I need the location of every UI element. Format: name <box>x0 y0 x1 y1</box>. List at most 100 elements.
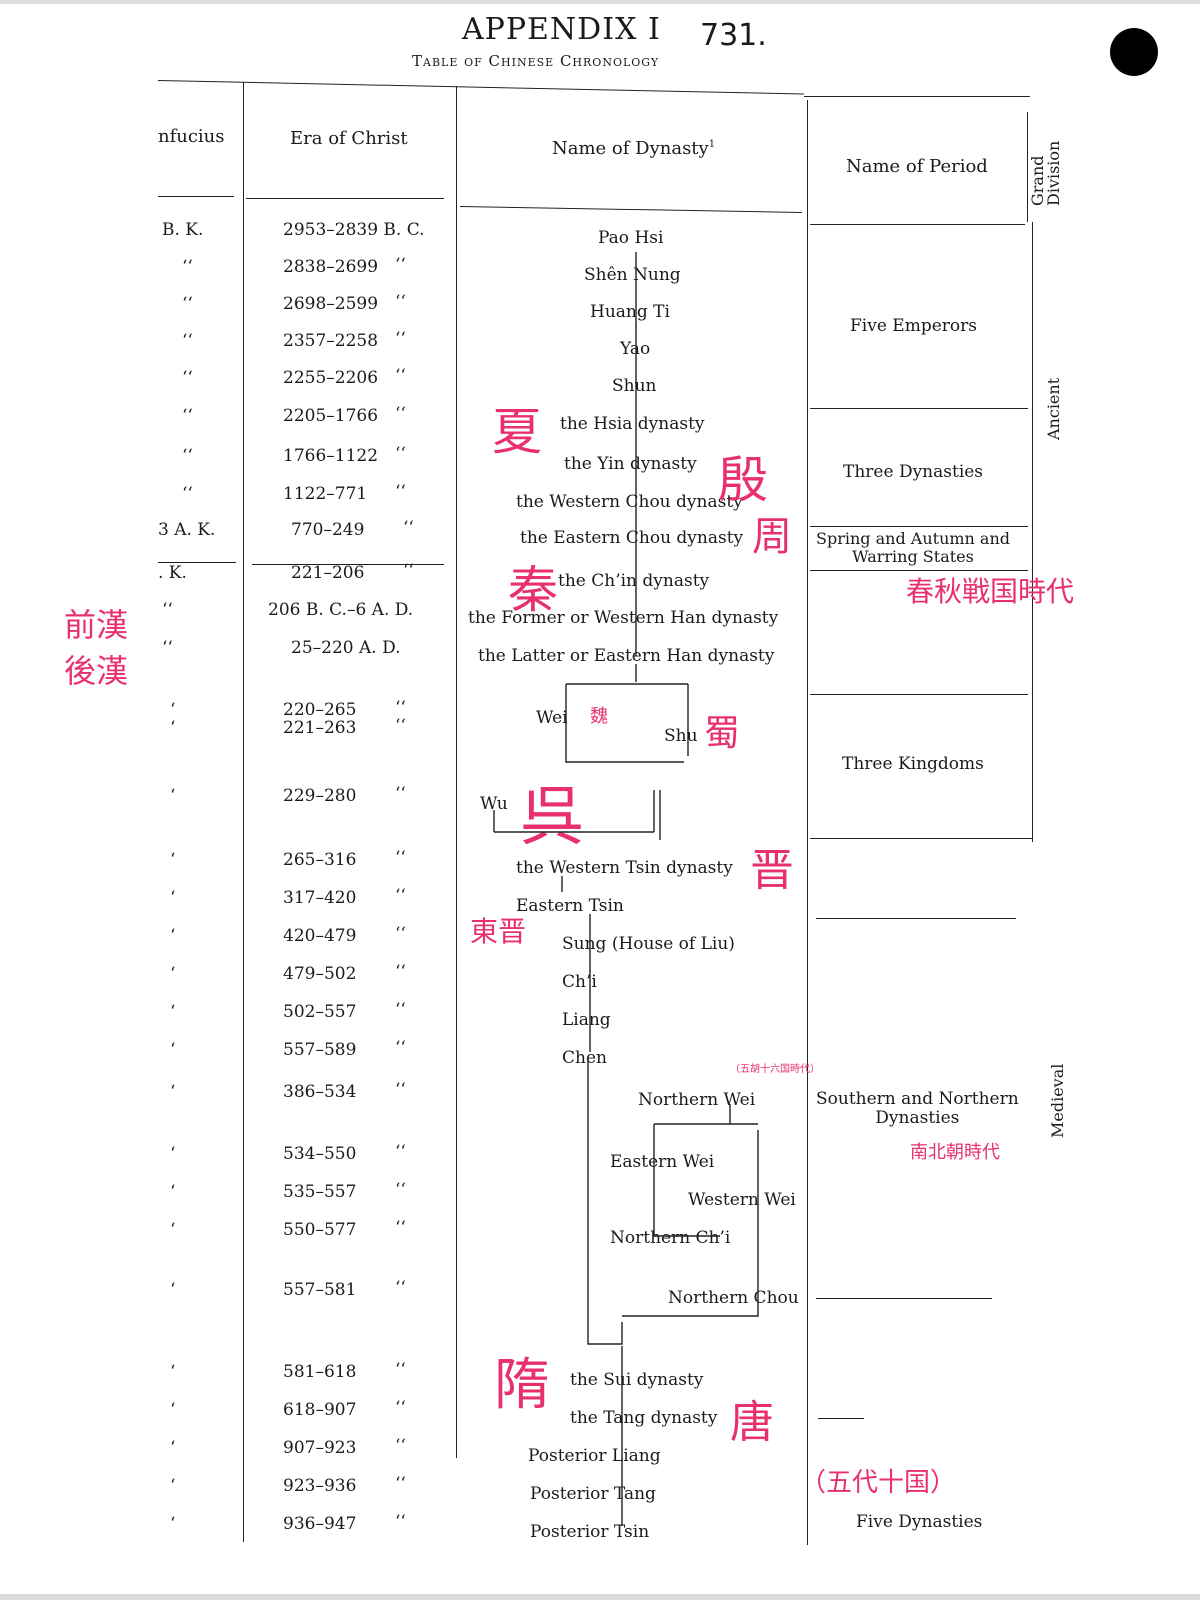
header-rule-1 <box>158 196 234 197</box>
era-ditto-mark: ‘‘ <box>395 482 406 502</box>
era-ditto-mark: ‘‘ <box>395 1038 406 1058</box>
era-cell: 557–581 <box>283 1280 357 1300</box>
era-cell: 221–263 <box>283 718 357 738</box>
era-cell: 557–589 <box>283 1040 357 1060</box>
dynasty-cell: the Sui dynasty <box>570 1370 704 1390</box>
confucius-cell: ‘ <box>170 1144 176 1164</box>
confucius-cell: ‘‘ <box>182 446 193 466</box>
annotation-xia: 夏 <box>492 403 542 461</box>
period-five-dynasties: Five Dynasties <box>856 1512 983 1532</box>
annotation-jin: 晋 <box>750 845 794 896</box>
dynasty-cell: Huang Ti <box>590 302 670 322</box>
confucius-cell: ‘ <box>170 1362 176 1382</box>
era-cell: 221–206 <box>291 563 365 583</box>
annotation-chunqiu: 春秋戦国時代 <box>906 575 1075 608</box>
confucius-cell: 3 A. K. <box>158 520 216 540</box>
dynasty-cell: Shên Nung <box>584 265 681 285</box>
era-ditto-mark: ‘‘ <box>395 444 406 464</box>
dynasty-cell: Posterior Liang <box>528 1446 661 1466</box>
annotation-wudai: （五代十国） <box>800 1468 957 1498</box>
confucius-cell: ‘‘ <box>182 331 193 351</box>
handwritten-page-number: 731. <box>700 18 767 53</box>
era-ditto-mark: ‘‘ <box>395 1436 406 1456</box>
dynasty-cell: Northern Wei <box>638 1090 756 1110</box>
confucius-cell: ‘ <box>170 786 176 806</box>
dynasty-cell: Wei <box>536 708 568 728</box>
period-rule-8 <box>818 1418 864 1419</box>
dynasty-cell: the Hsia dynasty <box>560 414 705 434</box>
era-cell: 1122–771 <box>283 484 368 504</box>
era-ditto-mark: ‘‘ <box>395 366 406 386</box>
era-cell: 1766–1122 <box>283 446 379 466</box>
era-ditto-mark: ‘‘ <box>395 1360 406 1380</box>
era-cell: 2953–2839 B. C. <box>283 220 425 240</box>
black-dot-mark <box>1110 28 1158 76</box>
era-ditto-mark: ‘‘ <box>395 1474 406 1494</box>
dynasty-cell: Eastern Wei <box>610 1152 715 1172</box>
annotation-dongjin: 東晋 <box>470 915 527 948</box>
dynasty-cell: the Eastern Chou dynasty <box>520 528 744 548</box>
column-divider-1 <box>243 82 244 1542</box>
annotation-zhou: 周 <box>752 514 792 560</box>
period-rule-3 <box>810 570 1028 571</box>
confucius-cell: . K. <box>158 563 187 583</box>
dynasty-cell: the Western Tsin dynasty <box>516 858 733 878</box>
confucius-cell: ‘‘ <box>182 257 193 277</box>
dynasty-cell: Pao Hsi <box>598 228 664 248</box>
period-rule-4 <box>810 694 1028 695</box>
era-ditto-mark: ‘‘ <box>395 784 406 804</box>
header-confucius: nfucius <box>158 126 225 147</box>
confucius-cell: ‘ <box>170 1476 176 1496</box>
annotation-yin: 殷 <box>718 451 768 509</box>
era-ditto-mark: ‘‘ <box>395 962 406 982</box>
era-cell: 2357–2258 <box>283 331 379 351</box>
dynasty-cell: the Western Chou dynasty <box>516 492 743 512</box>
period-rule-5 <box>810 838 1032 839</box>
era-ditto-mark: ‘‘ <box>395 716 406 736</box>
era-cell: 2698–2599 <box>283 294 379 314</box>
dynasty-cell: the Former or Western Han dynasty <box>468 608 779 628</box>
dynasty-cell: Sung (House of Liu) <box>562 934 735 954</box>
column-divider-4b <box>1032 222 1033 842</box>
era-cell: 386–534 <box>283 1082 357 1102</box>
era-cell: 923–936 <box>283 1476 357 1496</box>
annotation-shu: 蜀 <box>704 713 741 754</box>
era-cell: 479–502 <box>283 964 357 984</box>
header-rule-4 <box>810 224 1025 225</box>
period-spring-autumn-line1: Spring and Autumn and <box>816 529 1011 548</box>
confucius-cell: ‘ <box>170 1514 176 1534</box>
period-three-kingdoms: Three Kingdoms <box>842 754 984 774</box>
era-cell: 265–316 <box>283 850 357 870</box>
connector-northern <box>587 1060 759 1345</box>
dynasty-cell: the Ch’in dynasty <box>558 571 710 591</box>
confucius-cell: ‘ <box>170 850 176 870</box>
period-spring-autumn: Spring and Autumn and Warring States <box>816 530 1010 566</box>
confucius-cell: ‘ <box>170 1438 176 1458</box>
header-era-of-christ: Era of Christ <box>290 128 408 149</box>
dynasty-cell: Northern Chou <box>668 1288 799 1308</box>
era-ditto-mark: ‘‘ <box>395 1218 406 1238</box>
era-rule <box>252 564 444 565</box>
era-cell: 534–550 <box>283 1144 357 1164</box>
confucius-cell: ‘ <box>170 1220 176 1240</box>
column-divider-4 <box>1027 112 1028 222</box>
dynasty-cell: the Yin dynasty <box>564 454 697 474</box>
table-top-rule-right <box>804 96 1030 97</box>
era-ditto-mark: ‘‘ <box>395 1180 406 1200</box>
era-cell: 25–220 A. D. <box>291 638 401 658</box>
era-ditto-mark: ‘‘ <box>395 404 406 424</box>
bottom-edge <box>0 1594 1200 1600</box>
era-cell: 535–557 <box>283 1182 357 1202</box>
era-cell: 502–557 <box>283 1002 357 1022</box>
header-name-of-dynasty: Name of Dynasty1 <box>552 138 716 159</box>
dynasty-cell: Wu <box>480 794 508 814</box>
period-rule-2 <box>810 526 1028 527</box>
era-ditto-mark: ‘‘ <box>395 255 406 275</box>
annotation-tang: 唐 <box>730 1397 774 1448</box>
period-rule-1 <box>810 408 1028 409</box>
era-cell: 936–947 <box>283 1514 357 1534</box>
era-cell: 581–618 <box>283 1362 357 1382</box>
era-ditto-mark: ‘‘ <box>395 292 406 312</box>
connector-three-kingdoms <box>565 664 689 763</box>
confucius-cell: ‘‘ <box>182 294 193 314</box>
